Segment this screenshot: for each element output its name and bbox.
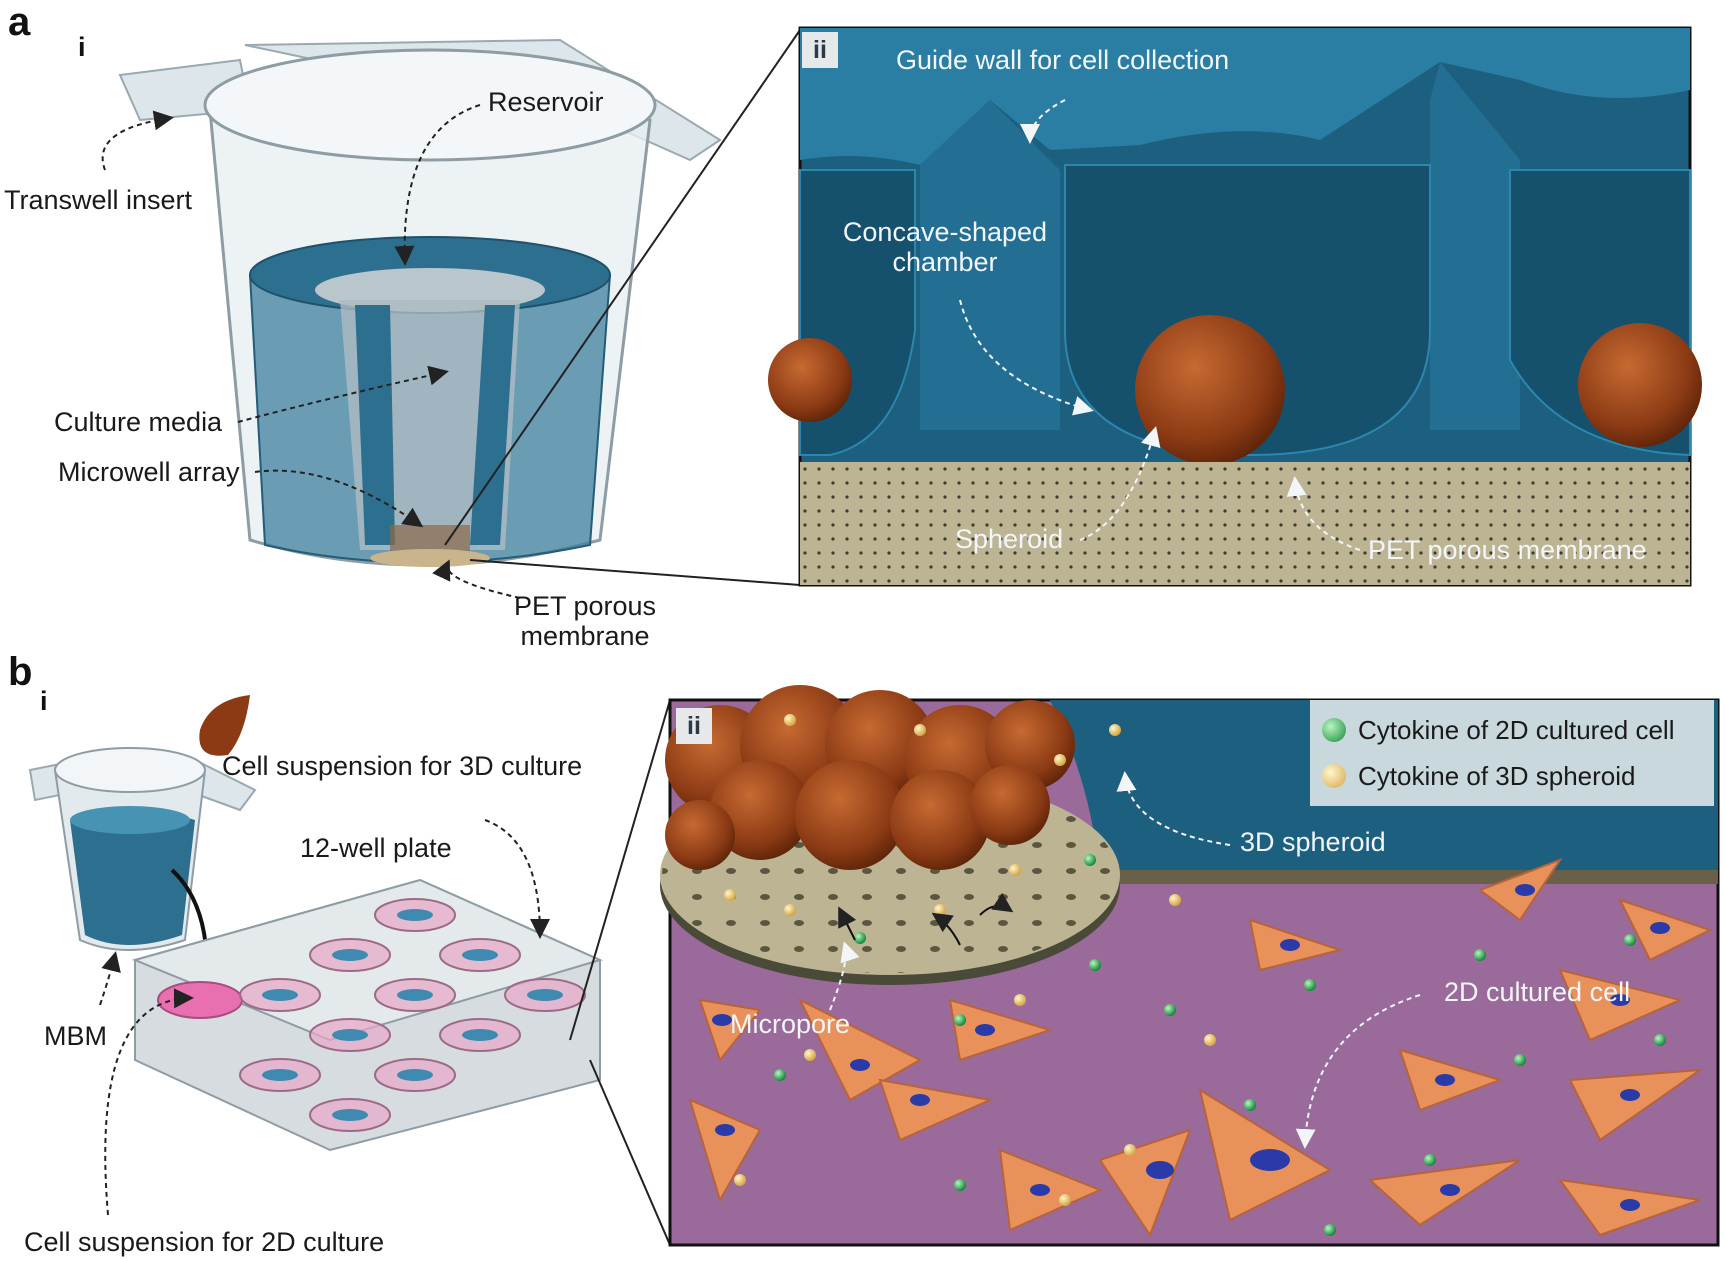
panel-b-letter: b bbox=[8, 650, 33, 694]
reservoir-label: Reservoir bbox=[488, 87, 604, 117]
legend-label-2d: Cytokine of 2D cultured cell bbox=[1358, 714, 1675, 745]
guide-wall-label: Guide wall for cell collection bbox=[896, 45, 1230, 75]
transwell-insert-drawing bbox=[101, 29, 801, 599]
coculture-closeup bbox=[660, 685, 1720, 1247]
panel-a-letter: a bbox=[8, 0, 31, 44]
pet-porous-membrane-label: PET porous membrane bbox=[1368, 535, 1647, 565]
twelve-well-plate-label: 12-well plate bbox=[300, 833, 452, 863]
pet-membrane-line1: PET porous bbox=[513, 591, 657, 621]
concave-line2: chamber bbox=[892, 246, 998, 277]
cultured-cell-2d-label: 2D cultured cell bbox=[1444, 977, 1631, 1007]
panel-b-i: i bbox=[40, 686, 48, 716]
cell-suspension-2d-label: Cell suspension for 2D culture bbox=[24, 1227, 385, 1257]
spheroid bbox=[1135, 315, 1285, 465]
cytokine-legend: Cytokine of 2D cultured cell Cytokine of… bbox=[1310, 700, 1714, 806]
cell-suspension-3d-label: Cell suspension for 3D culture bbox=[222, 751, 583, 781]
panel-a-ii-tag: ii bbox=[802, 32, 838, 68]
culture-media-label: Culture media bbox=[54, 407, 223, 437]
microwell-array-label: Microwell array bbox=[58, 457, 240, 487]
legend-item-3d: Cytokine of 3D spheroid bbox=[1322, 756, 1635, 796]
concave-line1: Concave-shaped bbox=[842, 217, 1048, 247]
concave-chamber-label: Concave-shaped chamber bbox=[830, 217, 1060, 277]
transwell-insert-label: Transwell insert bbox=[4, 185, 193, 215]
droplet-icon bbox=[199, 695, 250, 756]
mbm-label: MBM bbox=[44, 1021, 107, 1051]
yellow-dot-icon bbox=[1322, 764, 1346, 788]
green-dot-icon bbox=[1322, 718, 1346, 742]
micropore-label: Micropore bbox=[730, 1009, 851, 1039]
spheroid-3d-label: 3D spheroid bbox=[1240, 827, 1386, 857]
panel-b-ii-tag: ii bbox=[676, 708, 712, 744]
legend-label-3d: Cytokine of 3D spheroid bbox=[1358, 760, 1636, 791]
pet-membrane-label: PET porous membrane bbox=[500, 591, 670, 651]
legend-item-2d: Cytokine of 2D cultured cell bbox=[1322, 710, 1674, 750]
spheroid-label: Spheroid bbox=[955, 524, 1064, 554]
panel-a-i: i bbox=[78, 32, 86, 62]
pet-membrane-line2: membrane bbox=[520, 620, 650, 651]
microwell-closeup bbox=[768, 26, 1702, 587]
mbm-and-plate-drawing bbox=[28, 695, 671, 1246]
